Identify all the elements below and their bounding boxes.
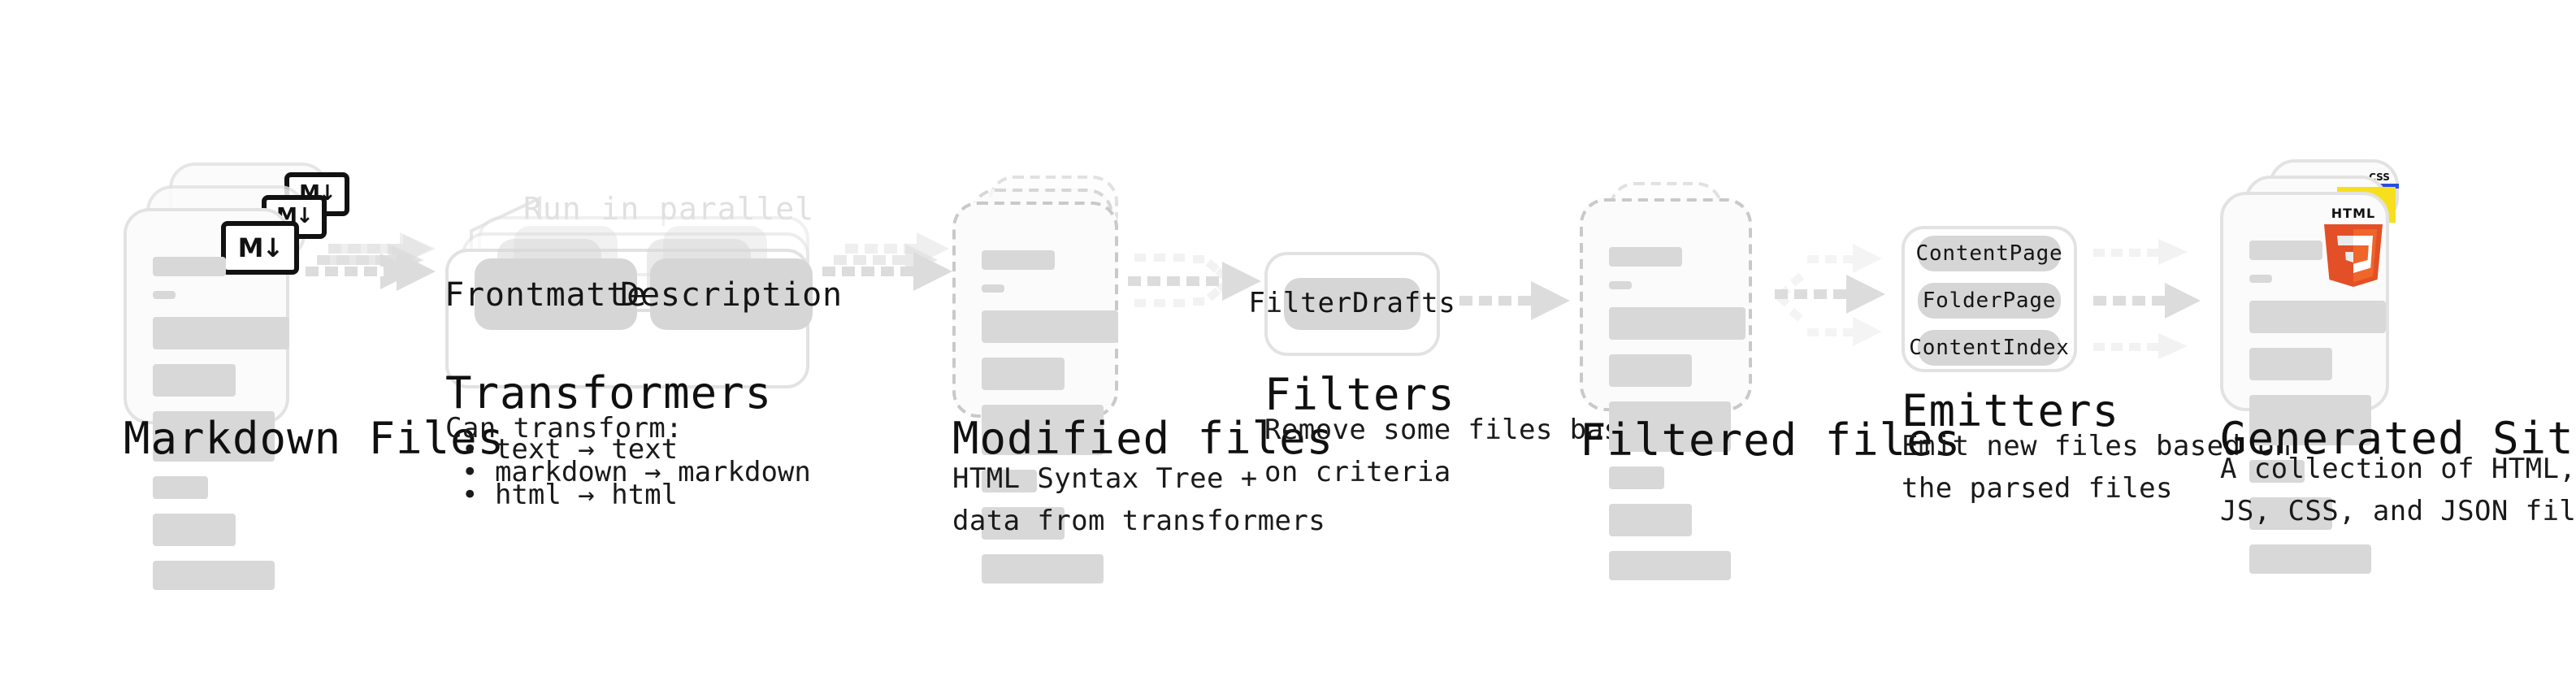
transformers-title: Transformers xyxy=(445,369,773,419)
content-bar xyxy=(153,257,226,276)
filter-node-filterdrafts-label: FilterDrafts xyxy=(1248,288,1456,320)
modified-files-title: Modified files xyxy=(952,414,1334,465)
arrow-filtered-to-emitters xyxy=(1775,244,1885,346)
filters-title: Filters xyxy=(1264,371,1455,421)
filter-node-filterdrafts[interactable]: FilterDrafts xyxy=(1248,278,1455,330)
emitter-node-contentpage[interactable]: ContentPage xyxy=(1915,236,2063,271)
content-bar xyxy=(153,411,275,462)
arrow-transformers-to-modified xyxy=(822,232,952,291)
content-bar xyxy=(2249,395,2371,445)
markdown-badge: M↓ xyxy=(221,221,299,275)
arrow-markdown-to-transformers xyxy=(302,232,436,291)
emitter-node-contentindex[interactable]: ContentIndex xyxy=(1909,330,2069,366)
filtered-file-content xyxy=(1609,247,1746,595)
arrow-filters-to-filtered xyxy=(1459,281,1570,320)
content-bar xyxy=(153,364,236,397)
filtered-files-title: Filtered files xyxy=(1580,416,1962,466)
markdown-badge-text: M↓ xyxy=(237,232,284,262)
content-bar xyxy=(153,561,275,590)
content-bar xyxy=(2249,348,2333,380)
svg-text:HTML: HTML xyxy=(2331,206,2375,221)
content-bar xyxy=(982,310,1118,343)
emitter-node-folderpage-label: FolderPage xyxy=(1922,288,2057,313)
content-bar xyxy=(982,405,1104,455)
transformer-node-frontmatter[interactable]: Frontmatter xyxy=(445,258,666,330)
markdown-files-title: Markdown Files xyxy=(124,414,505,465)
emitter-node-contentpage-label: ContentPage xyxy=(1915,241,2063,266)
filters-caption: Remove some files based on criteria xyxy=(1264,414,1654,490)
arrow-modified-to-filters xyxy=(1128,254,1261,307)
content-bar xyxy=(153,514,236,546)
content-bar xyxy=(982,250,1055,270)
content-bar xyxy=(2249,301,2386,333)
content-bar xyxy=(1609,354,1693,387)
transformer-node-frontmatter-label: Frontmatter xyxy=(445,275,667,314)
content-bar xyxy=(982,470,1037,492)
content-bar xyxy=(153,291,176,299)
markdown-file-content xyxy=(153,257,289,605)
content-bar xyxy=(1609,466,1664,489)
content-bar xyxy=(2249,544,2371,574)
content-bar xyxy=(153,476,208,499)
content-bar xyxy=(982,358,1065,390)
content-bar xyxy=(1609,281,1633,289)
content-bar xyxy=(153,317,289,349)
content-bar xyxy=(1609,247,1682,267)
content-bar xyxy=(1609,551,1731,580)
content-bar xyxy=(1609,307,1746,340)
content-bar xyxy=(1609,504,1693,536)
generated-site-title: Generated Site xyxy=(2220,414,2576,465)
content-bar xyxy=(982,507,1065,540)
content-bar xyxy=(2249,497,2333,530)
content-bar xyxy=(2249,460,2305,483)
generated-site-caption: A collection of HTML, JS, CSS, and JSON … xyxy=(2220,453,2576,529)
site-file-content xyxy=(2249,241,2386,588)
transformers-caption-heading: Can transform: xyxy=(445,413,683,445)
content-bar xyxy=(2249,241,2322,260)
content-bar xyxy=(1609,401,1731,452)
content-bar xyxy=(982,554,1104,583)
emitter-node-folderpage[interactable]: FolderPage xyxy=(1918,283,2061,319)
content-bar xyxy=(982,284,1005,293)
modified-files-caption: HTML Syntax Tree + data from transformer… xyxy=(952,463,1326,539)
transformer-node-description-label: Description xyxy=(620,275,843,314)
arrow-emitters-to-site xyxy=(2093,239,2201,359)
transformers-bullet-3: • html → html xyxy=(462,479,679,512)
transformer-node-description[interactable]: Description xyxy=(620,258,842,330)
emitter-node-contentindex-label: ContentIndex xyxy=(1909,336,2070,360)
emitters-title: Emitters xyxy=(1902,387,2120,437)
transformers-bullet-2: • markdown → markdown xyxy=(462,457,811,489)
html5-badge: HTML xyxy=(2324,206,2383,287)
modified-file-content xyxy=(982,250,1118,598)
transformers-bullet-1: • text → text xyxy=(462,434,679,466)
content-bar xyxy=(2249,275,2273,283)
